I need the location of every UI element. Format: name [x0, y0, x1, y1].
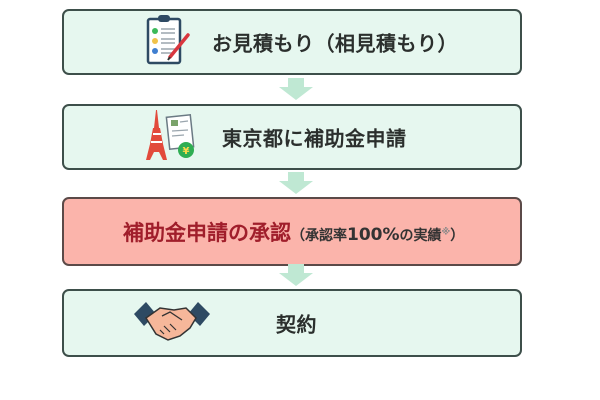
flow-step-estimate: お見積もり（相見積もり） [62, 9, 522, 75]
paren-close: ） [450, 227, 465, 244]
svg-text:¥: ¥ [183, 146, 190, 157]
step-label: 契約 [276, 312, 317, 337]
paren-open: （ [291, 227, 305, 244]
footnote-mark: ※ [441, 226, 451, 237]
down-arrow-icon [279, 264, 313, 286]
flow-step-subsidy-approval: 補助金申請の承認（承認率100%の実績※） [62, 197, 522, 266]
down-arrow-icon [279, 172, 313, 194]
approval-rate-tail: の実績 [399, 227, 442, 244]
approval-rate-value: 100% [347, 224, 400, 245]
step-label: 補助金申請の承認 [123, 220, 291, 245]
step-label: 東京都に補助金申請 [222, 126, 407, 151]
tokyo-tower-document-yen-icon: ¥ [146, 108, 198, 166]
handshake-icon [134, 300, 210, 346]
approval-label-group: 補助金申請の承認（承認率100%の実績※） [123, 217, 464, 247]
approval-rate-note: （承認率100%の実績※） [291, 224, 465, 245]
flow-step-subsidy-application: ¥ 東京都に補助金申請 [62, 104, 522, 170]
approval-rate-text: 承認率 [305, 227, 347, 244]
clipboard-checklist-icon [144, 13, 192, 71]
down-arrow-icon [279, 78, 313, 100]
flow-step-contract: 契約 [62, 289, 522, 357]
step-label: お見積もり（相見積もり） [212, 31, 458, 56]
